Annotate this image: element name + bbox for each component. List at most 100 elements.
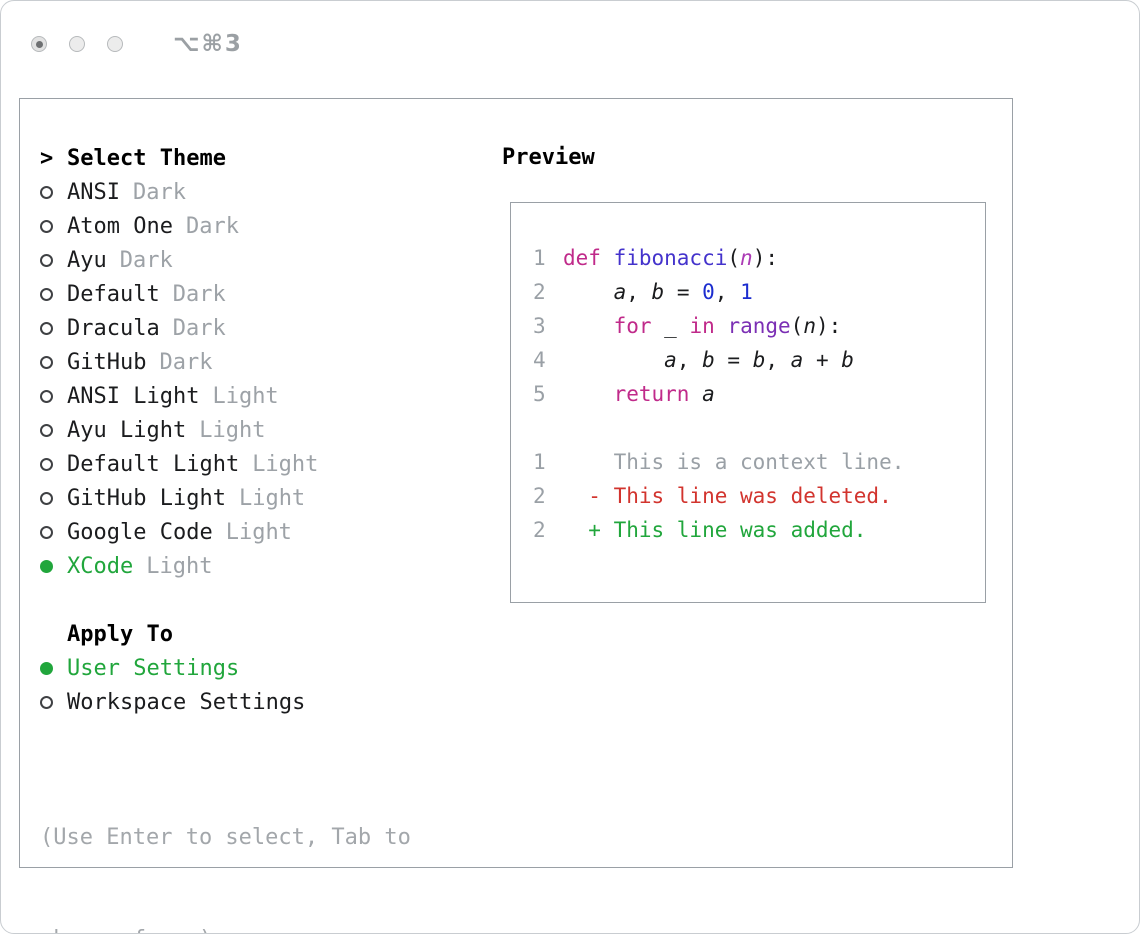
theme-variant: Dark [172,315,226,341]
diff-added-text: + This line was added. [563,518,867,542]
apply-to-header: Apply To [40,617,411,651]
token-keyword: for [613,314,652,338]
prompt-icon: > [40,145,54,171]
line-number: 3 [533,314,546,338]
code-line-3: 3 for _ in range(n): [533,309,985,343]
diff-context-line: 1 This is a context line. [533,445,985,479]
token-operator: = [664,280,703,304]
token-number: 0 [702,280,715,304]
window-button-icon[interactable] [69,36,85,52]
token-keyword: def [563,246,614,270]
token-operator: = [714,348,753,372]
theme-variant: Dark [132,179,186,205]
line-number: 2 [533,518,546,542]
apply-option-user-settings-selected[interactable]: User Settings [40,651,411,685]
radio-selected-icon [40,661,67,675]
theme-option-dracula-dark[interactable]: Dracula Dark [40,311,411,345]
theme-name: GitHub Light [67,485,226,511]
token-function-name: fibonacci [613,246,728,270]
code-line-5: 5 return a [533,377,985,411]
radio-unselected-icon [40,423,67,437]
preview-pane: 1 def fibonacci( n): 2 a, b = 0, 1 3 for _… [510,202,986,603]
token-punct: ( [727,246,741,270]
theme-option-ayu-light[interactable]: Ayu Light Light [40,413,411,447]
token-punct: ): [752,246,778,270]
theme-name: Google Code [67,519,213,545]
token-punct: , [676,348,703,372]
token-variable: b [702,348,715,372]
diff-added-line: 2 + This line was added. [533,513,985,547]
token-underscore: _ [664,314,677,338]
token-punct: , [765,348,791,372]
apply-option-workspace-settings[interactable]: Workspace Settings [40,685,411,719]
theme-name: Default Light [67,451,240,477]
theme-option-ayu-dark[interactable]: Ayu Dark [40,243,411,277]
theme-option-ansi-light[interactable]: ANSI Light Light [40,379,411,413]
theme-name: Atom One [67,213,173,239]
line-number: 2 [533,484,546,508]
token-keyword: in [689,314,715,338]
theme-variant: Dark [119,247,173,273]
radio-unselected-icon [40,389,67,403]
radio-unselected-icon [40,219,67,233]
blank-line [533,411,985,445]
token-variable: a [790,348,804,372]
preview-title: Preview [502,145,595,170]
token-variable: a [664,348,677,372]
theme-option-default-light[interactable]: Default Light Light [40,447,411,481]
theme-variant: Dark [185,213,239,239]
hint-line-2: change focus) [40,923,411,933]
token-space [689,382,702,406]
radio-unselected-icon [40,525,67,539]
theme-option-atom-one-dark[interactable]: Atom One Dark [40,209,411,243]
code-line-2: 2 a, b = 0, 1 [533,275,985,309]
token-space [715,314,728,338]
radio-unselected-icon [40,491,67,505]
theme-option-google-code-light[interactable]: Google Code Light [40,515,411,549]
theme-name: GitHub [67,349,147,375]
token-indent [563,348,664,372]
theme-option-github-dark[interactable]: GitHub Dark [40,345,411,379]
theme-variant: Light [238,485,306,511]
window-button-icon[interactable] [107,36,123,52]
apply-to-title: Apply To [67,621,173,647]
line-number: 4 [533,348,546,372]
apply-option-label: Workspace Settings [67,689,306,715]
token-indent [563,382,614,406]
theme-name: Ayu Light [67,417,187,443]
main-panel: > Select Theme ANSI Dark Atom One Dark A… [19,98,1013,933]
token-variable: b [651,280,665,304]
window-button-active-icon[interactable] [31,36,47,52]
token-operator: + [803,348,842,372]
theme-option-ansi-dark[interactable]: ANSI Dark [40,175,411,209]
token-builtin-call: range [727,314,791,338]
token-variable: a [702,382,715,406]
token-space [677,314,690,338]
token-variable: a [613,280,627,304]
radio-unselected-icon [40,185,67,199]
theme-option-github-light[interactable]: GitHub Light Light [40,481,411,515]
select-theme-title: Select Theme [67,145,226,171]
spacer [40,719,411,753]
apply-option-label: User Settings [67,655,240,681]
token-indent [563,314,614,338]
diff-context-text: This is a context line. [563,450,905,474]
radio-unselected-icon [40,253,67,267]
theme-option-xcode-light-selected[interactable]: XCode Light [40,549,411,583]
theme-variant: Light [252,451,319,477]
theme-option-default-dark[interactable]: Default Dark [40,277,411,311]
token-variable: n [803,314,816,338]
token-punct: , [714,280,741,304]
line-number: 1 [533,246,546,270]
radio-unselected-icon [40,287,67,301]
theme-name: ANSI Light [67,383,200,409]
radio-unselected-icon [40,321,67,335]
theme-variant: Light [146,553,213,579]
code-line-4: 4 a, b = b, a + b [533,343,985,377]
token-space [652,314,665,338]
theme-variant: Light [199,417,266,443]
theme-name: Dracula [67,315,160,341]
line-number: 2 [533,280,546,304]
